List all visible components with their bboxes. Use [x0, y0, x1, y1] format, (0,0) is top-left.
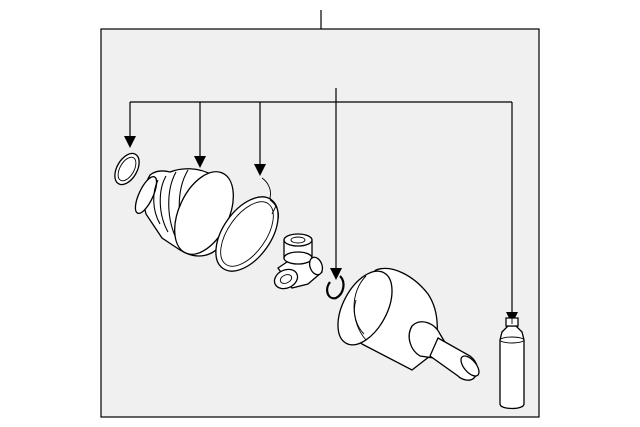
arrow-snap-ring: [330, 268, 342, 280]
arrow-cv-boot: [194, 156, 206, 168]
boot-clamp-small-part: [114, 152, 140, 186]
boot-clamp-large-part: [215, 177, 279, 272]
cv-boot-part: [134, 168, 234, 257]
leader-lines: [129, 88, 513, 316]
arrow-boot-clamp-large: [254, 164, 266, 176]
snap-ring-part: [326, 275, 345, 300]
arrow-boot-clamp-small: [124, 136, 136, 148]
tripod-spider-part: [273, 233, 324, 290]
outer-housing-part: [337, 267, 480, 381]
grease-tube-part: [499, 317, 525, 410]
